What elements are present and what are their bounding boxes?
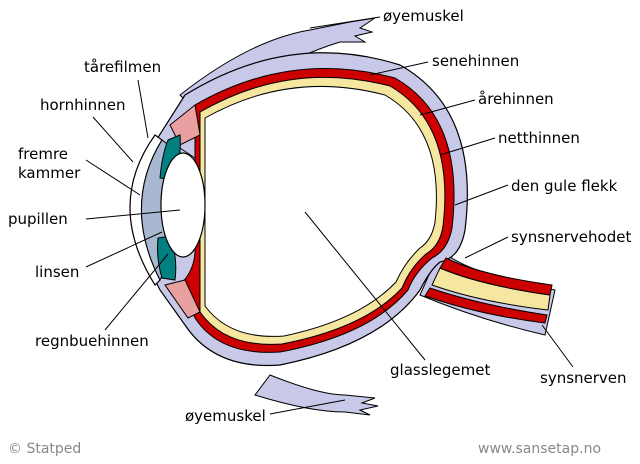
lead-pupillen [85, 209, 181, 220]
label-fremre: fremre [18, 145, 68, 163]
footer-website: www.sansetap.no [478, 441, 601, 457]
lead-linsen [85, 231, 163, 268]
lens [160, 152, 206, 258]
lead-netthinnen [439, 137, 496, 156]
label-synsnervehodet: synsnervehodet [511, 228, 631, 246]
vitreous-body [204, 85, 437, 337]
label-hornhinnen: hornhinnen [40, 96, 126, 114]
lead-oyemuskel-bottom [269, 399, 346, 415]
lead-regnbuehinnen [104, 253, 169, 331]
lead-oyemuskel-top [309, 16, 381, 29]
label-oyemuskel-bottom: øyemuskel [185, 407, 266, 425]
label-arehinnen: årehinnen [478, 90, 554, 108]
optic-nerve-lower-choroid [424, 287, 548, 324]
ciliary-body-bottom [164, 279, 201, 319]
label-netthinnen: netthinnen [498, 129, 580, 147]
lead-senehinnen [369, 61, 429, 76]
label-synsnerven: synsnerven [540, 369, 627, 387]
lead-den-gule-flekk [454, 184, 509, 206]
footer-copyright: © Statped [8, 441, 81, 457]
label-senehinnen: senehinnen [432, 52, 519, 70]
lead-tarefilmen [137, 79, 149, 139]
label-den-gule-flekk: den gule flekk [511, 177, 618, 195]
label-regnbuehinnen: regnbuehinnen [35, 332, 149, 350]
label-glasslegemet: glasslegemet [390, 361, 490, 379]
lead-synsnervehodet [464, 236, 509, 259]
lead-arehinnen [419, 99, 476, 116]
label-kammer: kammer [18, 164, 81, 182]
lead-hornhinnen [92, 116, 134, 163]
label-linsen: linsen [35, 263, 79, 281]
bottom-eye-muscle [254, 374, 379, 416]
label-pupillen: pupillen [8, 210, 68, 228]
optic-nerve-choroid [439, 257, 553, 296]
label-tarefilmen: tårefilmen [84, 58, 161, 76]
lead-synsnerven [541, 324, 574, 368]
lead-fremre-kammer [85, 159, 141, 196]
label-oyemuskel-top: øyemuskel [383, 7, 464, 25]
lead-glasslegemet [304, 211, 426, 361]
